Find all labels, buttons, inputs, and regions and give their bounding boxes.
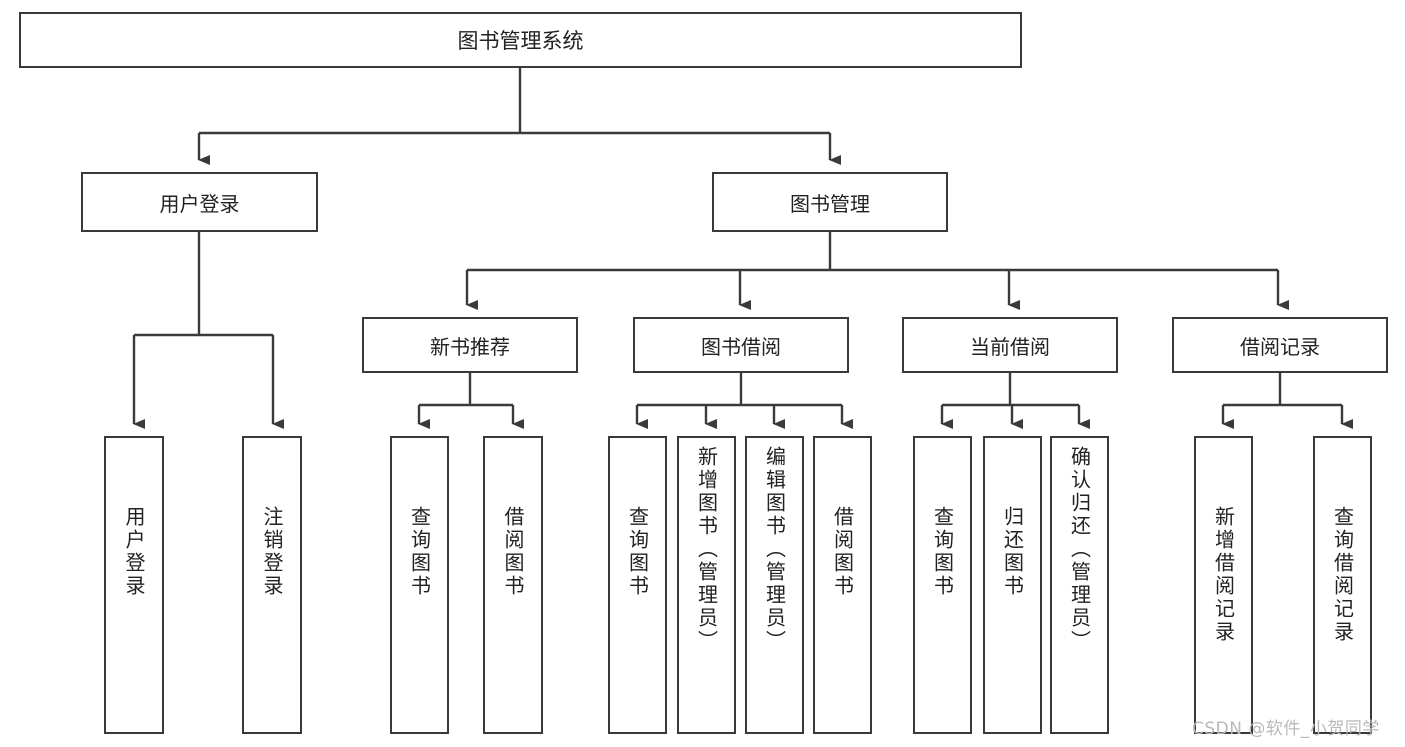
leaf-label: 借阅图书 (501, 506, 525, 598)
leaf-user-logout[interactable]: 注销登录 (242, 436, 302, 734)
leaf-label: 注销登录 (260, 506, 284, 598)
leaf-label: 新增借阅记录 (1211, 506, 1236, 644)
leaf-return-book[interactable]: 归还图书 (983, 436, 1042, 734)
leaf-label: 借阅图书 (830, 506, 855, 598)
node-book-management[interactable]: 图书管理 (712, 172, 948, 232)
leaf-query-book-borrow[interactable]: 查询图书 (608, 436, 667, 734)
leaf-label: 新增图书（管理员） (694, 446, 719, 653)
leaf-label: 确认归还（管理员） (1067, 446, 1092, 653)
node-current-borrow[interactable]: 当前借阅 (902, 317, 1118, 373)
leaf-label: 查询图书 (930, 506, 955, 598)
leaf-borrow-book[interactable]: 借阅图书 (813, 436, 872, 734)
leaf-label: 归还图书 (1000, 506, 1025, 598)
node-book-borrow[interactable]: 图书借阅 (633, 317, 849, 373)
node-borrow-record[interactable]: 借阅记录 (1172, 317, 1388, 373)
leaf-user-login[interactable]: 用户登录 (104, 436, 164, 734)
leaf-edit-book-admin[interactable]: 编辑图书（管理员） (745, 436, 804, 734)
leaf-add-borrow-record[interactable]: 新增借阅记录 (1194, 436, 1253, 734)
leaf-label: 用户登录 (122, 506, 146, 598)
leaf-label: 编辑图书（管理员） (762, 446, 787, 653)
node-new-book-recommend[interactable]: 新书推荐 (362, 317, 578, 373)
node-user-login[interactable]: 用户登录 (81, 172, 318, 232)
leaf-query-book-recommend[interactable]: 查询图书 (390, 436, 449, 734)
leaf-add-book-admin[interactable]: 新增图书（管理员） (677, 436, 736, 734)
leaf-borrow-book-recommend[interactable]: 借阅图书 (483, 436, 543, 734)
leaf-label: 查询图书 (625, 506, 650, 598)
leaf-label: 查询图书 (407, 506, 432, 598)
leaf-query-book-current[interactable]: 查询图书 (913, 436, 972, 734)
leaf-label: 查询借阅记录 (1330, 506, 1355, 644)
leaf-query-borrow-record[interactable]: 查询借阅记录 (1313, 436, 1372, 734)
leaf-confirm-return-admin[interactable]: 确认归还（管理员） (1050, 436, 1109, 734)
node-root[interactable]: 图书管理系统 (19, 12, 1022, 68)
